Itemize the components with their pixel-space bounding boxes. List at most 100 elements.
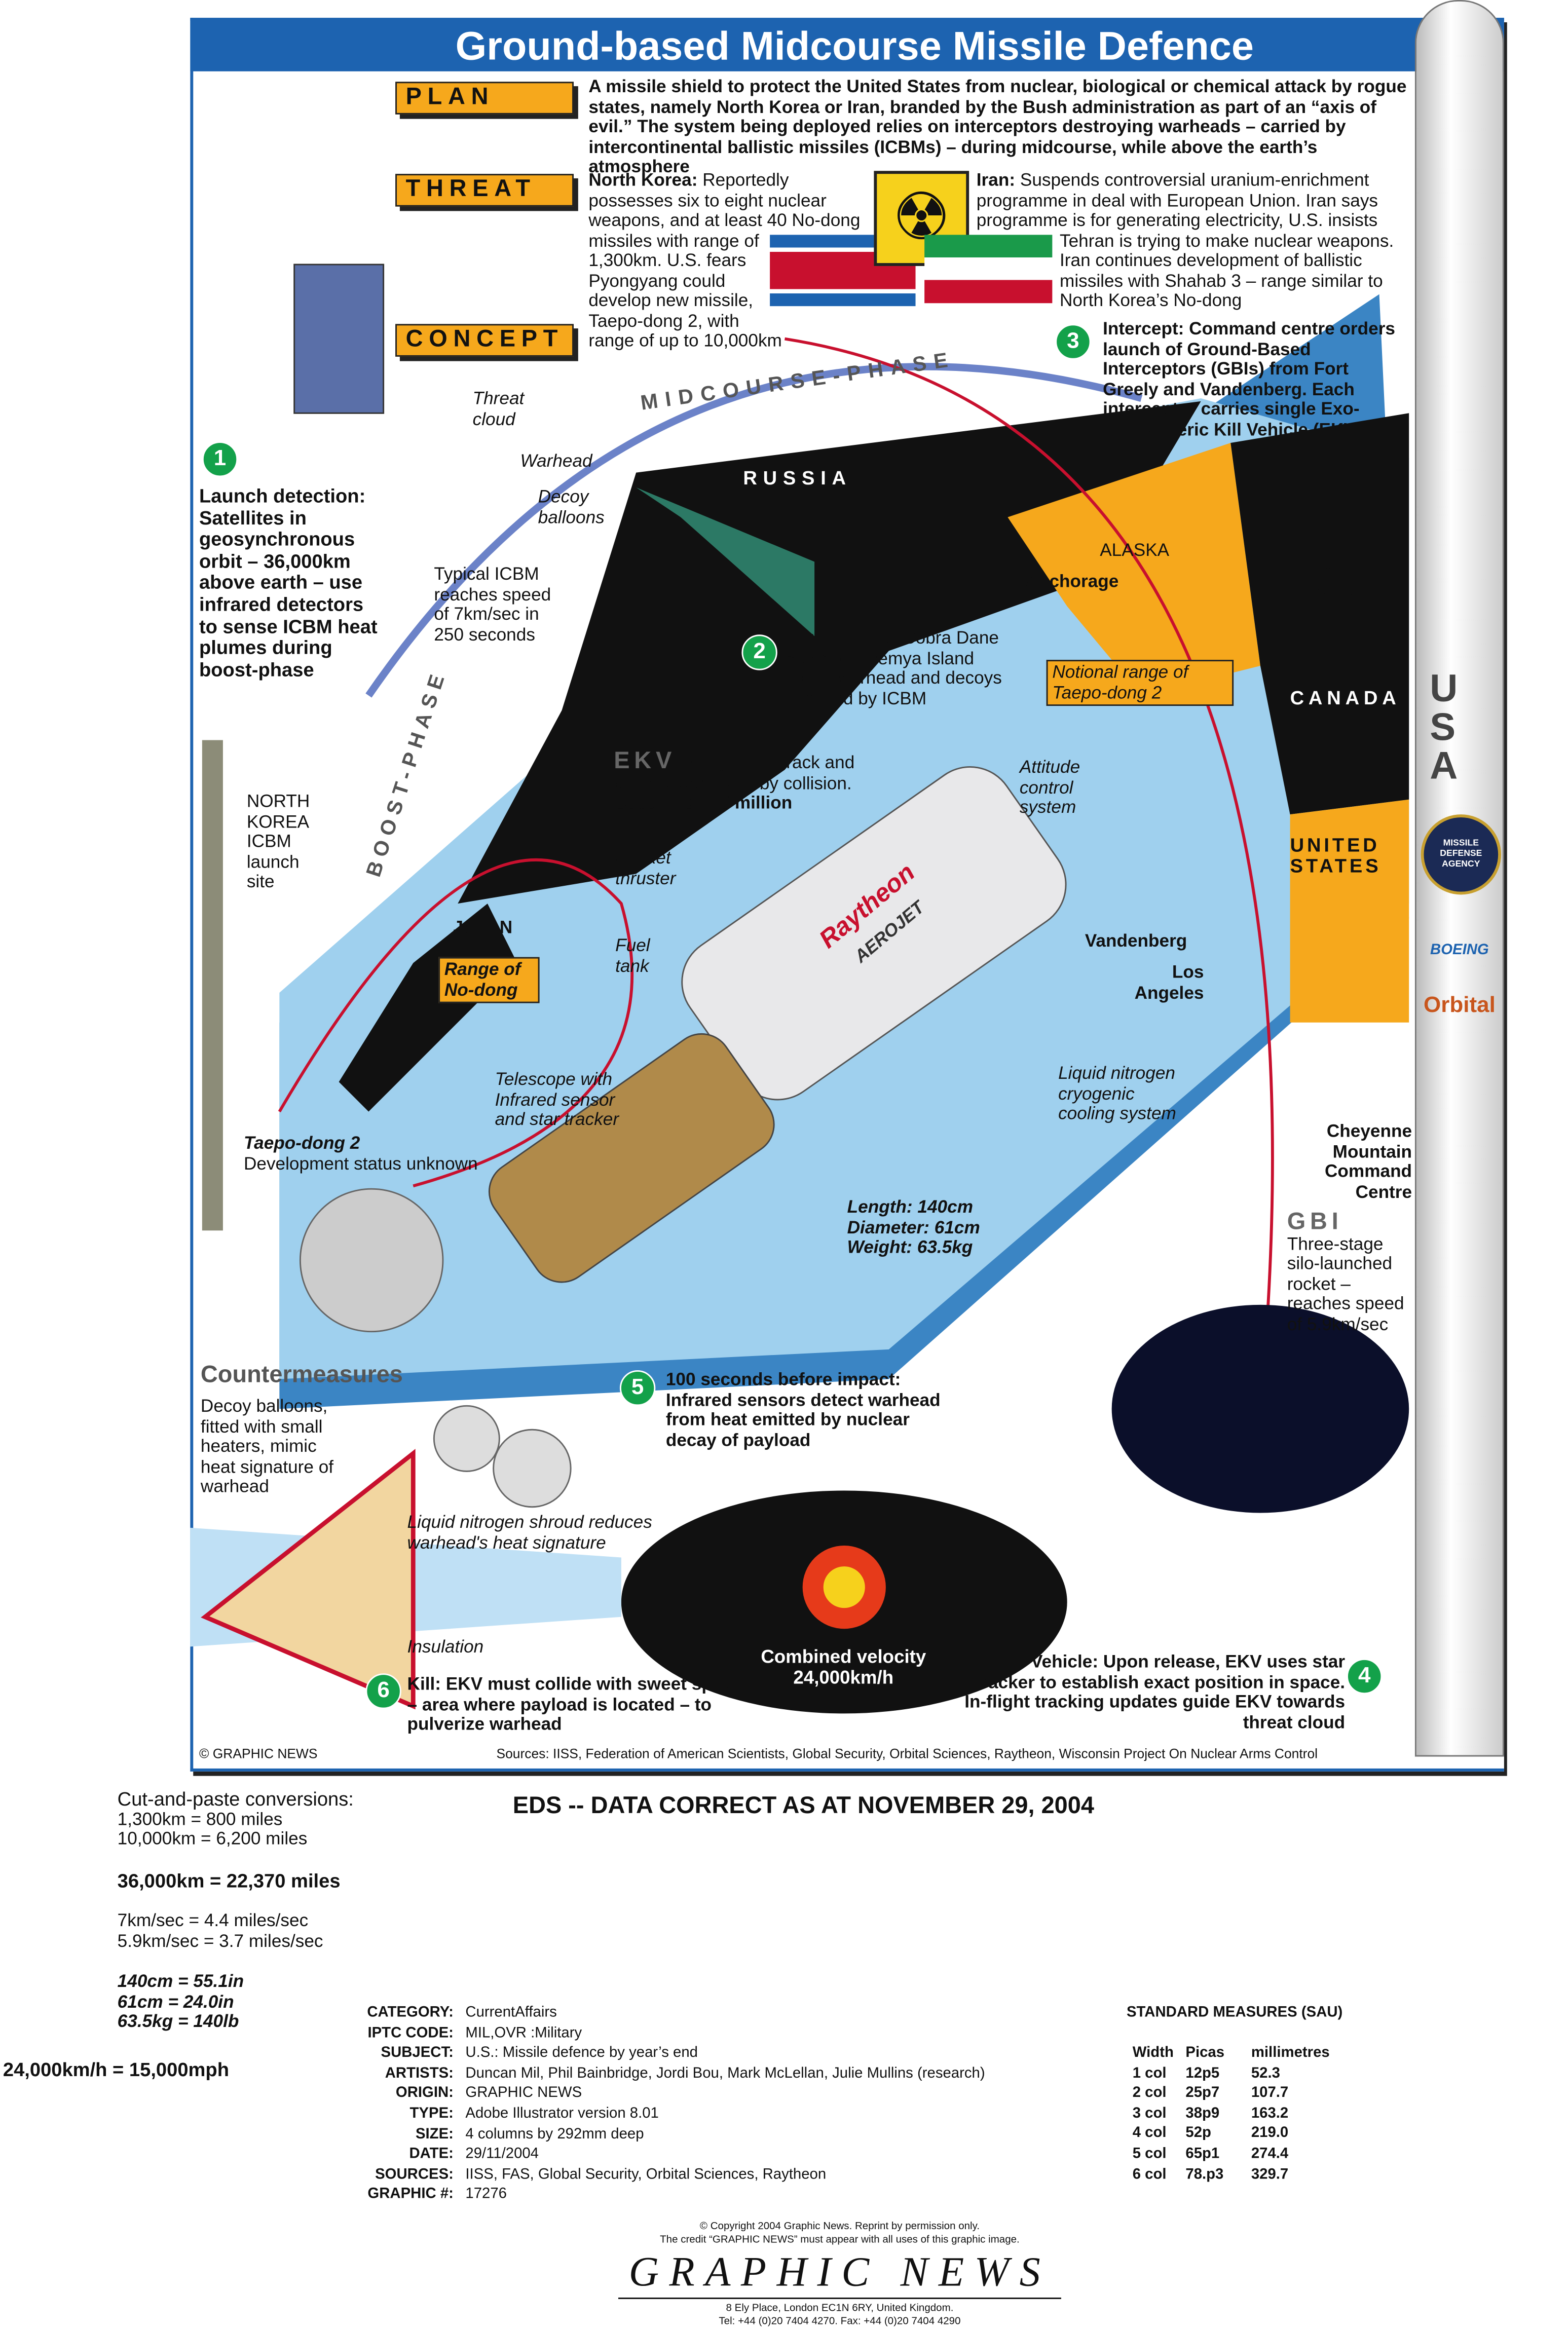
title-bar bbox=[190, 18, 1504, 71]
sau-col: millimetres bbox=[1251, 2045, 1330, 2061]
japan-landmass bbox=[339, 904, 517, 1112]
ekv-length: Length: 140cm bbox=[847, 1196, 974, 1217]
step-6-badge: 6 bbox=[365, 1673, 401, 1709]
sau-cell: 4 col bbox=[1132, 2125, 1167, 2143]
map-illustration bbox=[190, 264, 1409, 1714]
sau-cell: 2 col bbox=[1132, 2085, 1167, 2102]
sau-table: Width Picas millimetres 1 col 12p5 52.3 2 col… bbox=[1133, 2043, 1341, 2185]
ekv-text: Designed to track and destroy warheads b… bbox=[614, 752, 855, 793]
metadata-row: ARTISTS:Duncan Mil, Phil Bainbridge, Jor… bbox=[361, 2064, 991, 2084]
metadata-key: ARTISTS: bbox=[385, 2065, 454, 2082]
conv-dim: 63.5kg = 140lb bbox=[117, 2010, 239, 2032]
nodong-range-arc bbox=[278, 858, 633, 1188]
metadata-row: TYPE:Adobe Illustrator version 8.01 bbox=[361, 2105, 991, 2125]
metadata-row: ORIGIN: GRAPHIC NEWS bbox=[361, 2084, 991, 2105]
nk-missile bbox=[202, 740, 223, 1231]
concept-label: CONCEPT bbox=[395, 324, 574, 357]
sau-cell: 5 col bbox=[1132, 2146, 1167, 2162]
conv-velocity: 24,000km/h = 15,000mph bbox=[3, 2058, 230, 2081]
lnc-label: Liquid nitrogen cryogenic cooling system bbox=[1058, 1062, 1176, 1124]
ekv-cost: Cost: $20-$25 million bbox=[614, 792, 793, 813]
conversions: Cut-and-paste conversions: 1,300km = 800… bbox=[118, 1789, 354, 2032]
nk-head: North Korea: bbox=[588, 169, 698, 191]
sau-col: Picas bbox=[1185, 2045, 1225, 2061]
decoy-balloon bbox=[299, 1188, 444, 1333]
sau-row: 1 col 12p5 52.3 bbox=[1133, 2063, 1341, 2084]
telescope-label: Telescope with Infrared sensor and star … bbox=[495, 1068, 619, 1130]
sau-cell: 1 col bbox=[1132, 2065, 1167, 2082]
sau-cell: 52p bbox=[1185, 2125, 1211, 2143]
sau-cell: 78.p3 bbox=[1185, 2166, 1224, 2183]
sau-cell: 52.3 bbox=[1251, 2065, 1280, 2082]
plan-label: PLAN bbox=[395, 82, 574, 115]
footer: © Copyright 2004 Graphic News. Reprint b… bbox=[565, 2220, 1114, 2328]
rocket-thruster-label: Rocket thruster bbox=[615, 847, 676, 888]
sau-col: Width bbox=[1132, 2045, 1174, 2061]
us-label: UNITED STATES bbox=[1290, 834, 1382, 877]
metadata-value: 4 columns by 292mm deep bbox=[465, 2126, 644, 2143]
metadata-key: CATEGORY: bbox=[367, 2005, 454, 2021]
metadata-key: SIZE: bbox=[415, 2126, 454, 2143]
canada-label: CANADA bbox=[1290, 686, 1401, 709]
metadata-value: GRAPHIC NEWS bbox=[465, 2085, 582, 2102]
step-3-text: Intercept: Command centre orders launch … bbox=[1103, 318, 1395, 439]
ekv-telescope bbox=[488, 1033, 775, 1283]
nk-body: Reportedly possesses six to eight nuclea… bbox=[588, 169, 861, 351]
explosion-core bbox=[823, 1566, 865, 1608]
cheyenne-label: Cheyenne Mountain Command Centre bbox=[1324, 1120, 1412, 1202]
metadata-row: IPTC CODE:MIL,OVR :Military bbox=[361, 2023, 991, 2044]
night-sky bbox=[1111, 1304, 1409, 1513]
mda-seal: MISSILE DEFENSE AGENCY bbox=[1421, 814, 1502, 895]
taepodong-range-arc bbox=[785, 337, 1274, 1409]
fort-greely-label: Fort Greely bbox=[1300, 560, 1356, 602]
decoy-balloon bbox=[493, 1429, 572, 1508]
metadata-row: DATE:29/11/2004 bbox=[361, 2145, 991, 2165]
ekv-description: EKV Designed to track and destroy warhea… bbox=[614, 750, 881, 814]
phone: Tel: +44 (0)20 7404 4270. Fax: +44 (0)20… bbox=[719, 2317, 961, 2327]
countermeasures-text: Decoy balloons, fitted with small heater… bbox=[200, 1395, 334, 1497]
metadata-row: GRAPHIC #:17276 bbox=[361, 2185, 991, 2205]
copyright: © Copyright 2004 Graphic News. Reprint b… bbox=[699, 2222, 980, 2232]
graphic-news-logo: GRAPHIC NEWS bbox=[618, 2250, 1061, 2299]
range-nodong-label: Range of No-dong bbox=[438, 957, 540, 1003]
conversions-head: Cut-and-paste conversions: bbox=[117, 1788, 354, 1811]
sau-heading: STANDARD MEASURES (SAU) bbox=[1126, 2005, 1343, 2021]
fuel-tank-label: Fuel tank bbox=[615, 934, 650, 976]
icbm-label: Typical ICBM reaches speed of 7km/sec in… bbox=[434, 563, 551, 645]
step-2-head: Threat cloud: bbox=[785, 627, 898, 648]
sau-cell: 12p5 bbox=[1185, 2065, 1220, 2082]
anchorage-label: Anchorage bbox=[1025, 571, 1119, 592]
step-2-badge: 2 bbox=[741, 634, 777, 670]
sau-cell: 25p7 bbox=[1185, 2085, 1220, 2102]
step-5-text: 100 seconds before impact: Infrared sens… bbox=[665, 1369, 941, 1450]
sau-cell: 107.7 bbox=[1251, 2085, 1289, 2102]
sources: Sources: IISS, Federation of American Sc… bbox=[496, 1746, 1318, 1761]
canada-landmass bbox=[1230, 413, 1409, 815]
taepodong-name: Taepo-dong 2 bbox=[243, 1132, 360, 1153]
sau-cell: 65p1 bbox=[1185, 2146, 1220, 2162]
japan-label: JAPAN bbox=[453, 917, 513, 938]
warhead-label: Warhead bbox=[520, 450, 592, 471]
metadata-row: CATEGORY:CurrentAffairs bbox=[361, 2003, 991, 2023]
sau-cell: 163.2 bbox=[1251, 2105, 1289, 2122]
countermeasures-heading: Countermeasures bbox=[200, 1363, 403, 1388]
metadata-key: ORIGIN: bbox=[395, 2085, 454, 2102]
conv-dim: 140cm = 55.1in bbox=[117, 1970, 244, 1992]
russia-label: RUSSIA bbox=[743, 466, 852, 489]
step-6-text: Kill: EKV must collide with sweet spot –… bbox=[407, 1673, 730, 1735]
metadata-value: MIL,OVR :Military bbox=[465, 2025, 582, 2042]
sau-cell: 38p9 bbox=[1185, 2105, 1220, 2122]
iran-body: Suspends controversial uranium-enrichmen… bbox=[976, 169, 1394, 311]
metadata-value: 29/11/2004 bbox=[465, 2146, 539, 2163]
step-3-badge: 3 bbox=[1055, 324, 1091, 360]
warhead-cone bbox=[201, 1449, 416, 1710]
sau-cell: 274.4 bbox=[1251, 2146, 1289, 2162]
decoy-balloon bbox=[433, 1405, 500, 1472]
mda-seal-text: MISSILE DEFENSE AGENCY bbox=[1440, 839, 1482, 869]
shroud-label: Liquid nitrogen shroud reduces warhead's… bbox=[407, 1511, 652, 1553]
